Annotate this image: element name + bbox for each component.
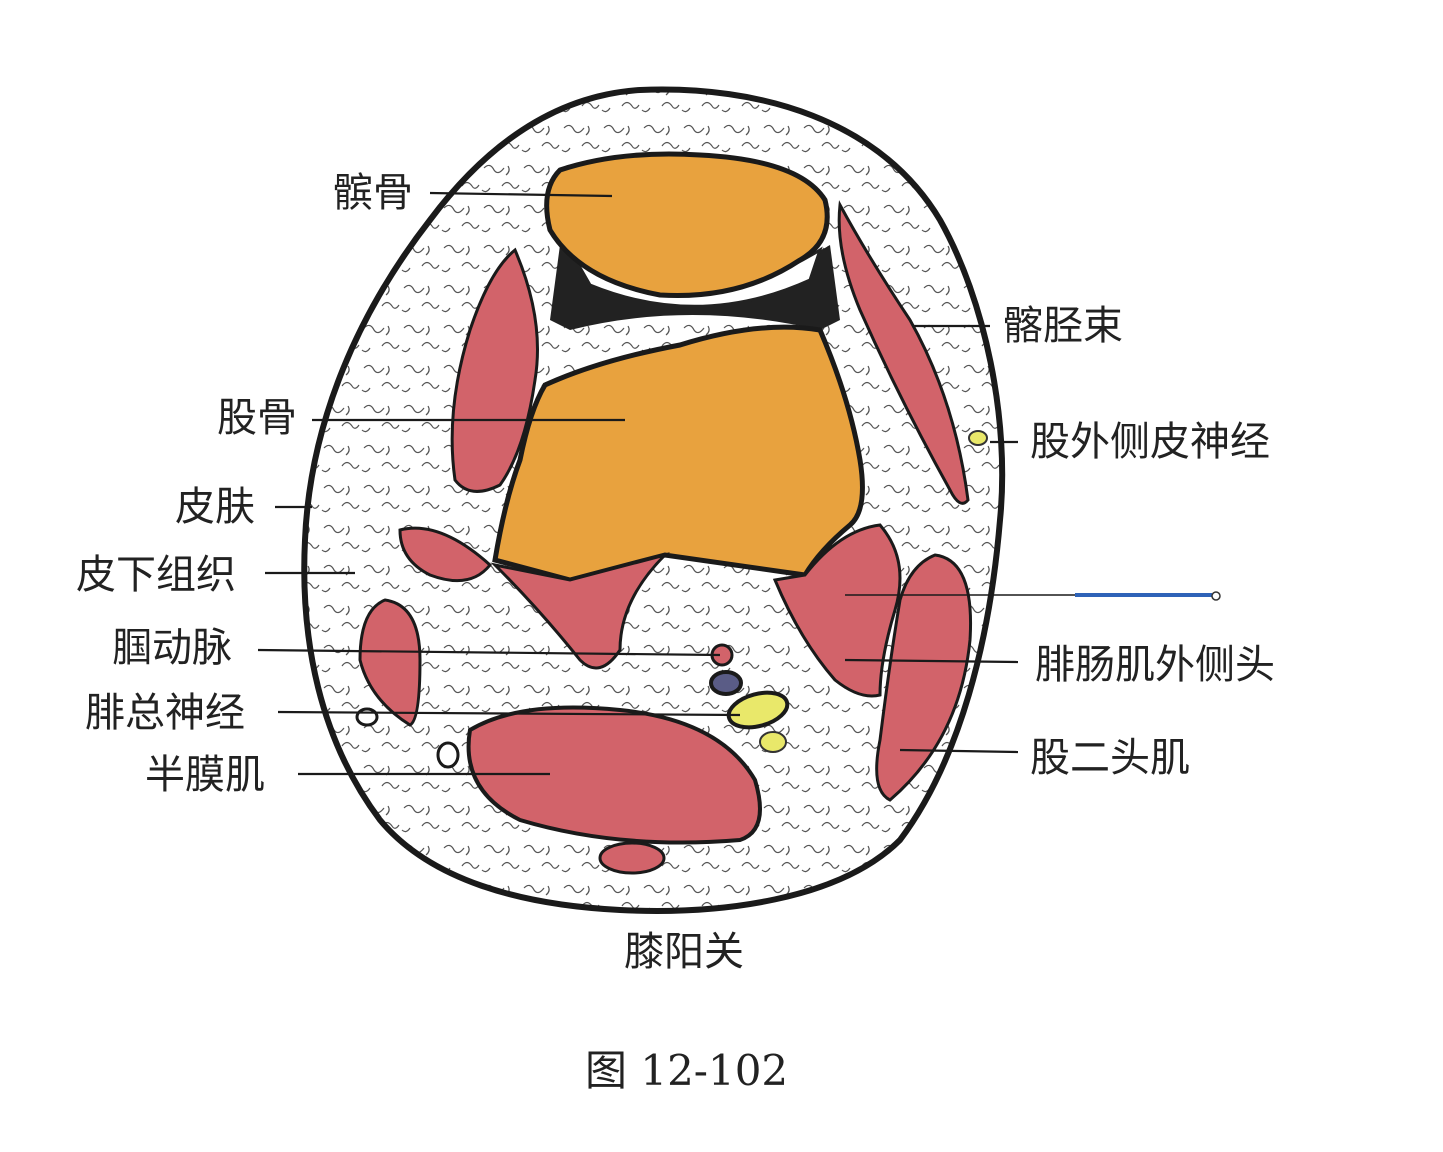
gastrocnemius-lateral-head	[772, 523, 902, 698]
gracilis	[358, 598, 422, 727]
label-patella: 髌骨	[333, 170, 413, 216]
vessel	[355, 707, 379, 727]
gastrocnemius-medial-head	[490, 552, 670, 670]
figure-caption: 图 12-102	[585, 1046, 789, 1095]
biceps-femoris	[875, 553, 973, 802]
label-biceps-femoris: 股二头肌	[1030, 735, 1190, 781]
label-lateral-femoral-cutaneous-nerve: 股外侧皮神经	[1030, 419, 1270, 465]
semitendinosus	[598, 841, 666, 875]
femur	[492, 324, 865, 583]
popliteal-vein	[709, 670, 743, 696]
vastus-medialis	[450, 247, 539, 493]
leader-lines	[257, 191, 1075, 776]
label-semimembranosus: 半膜肌	[145, 752, 265, 798]
label-subcutaneous-tissue: 皮下组织	[76, 552, 236, 598]
label-femur: 股骨	[217, 395, 297, 441]
label-common-peroneal-nerve: 腓总神经	[85, 690, 245, 736]
pointer-end	[1211, 591, 1221, 601]
label-gastrocnemius-lateral-head: 腓肠肌外侧头	[1035, 642, 1275, 688]
vessel	[436, 741, 460, 769]
label-skin: 皮肤	[175, 484, 255, 530]
label-iliotibial-tract: 髂胫束	[1003, 303, 1123, 349]
label-acupoint: 膝阳关	[624, 929, 744, 975]
label-popliteal-artery: 腘动脉	[112, 625, 232, 671]
iliotibial-tract	[837, 200, 970, 505]
common-peroneal-nerve	[759, 731, 787, 753]
patella	[544, 151, 830, 299]
tibial-nerve	[726, 690, 790, 730]
semimembranosus	[466, 705, 762, 845]
sartorius	[398, 526, 493, 583]
lateral-femoral-cutaneous-nerve	[968, 430, 988, 446]
